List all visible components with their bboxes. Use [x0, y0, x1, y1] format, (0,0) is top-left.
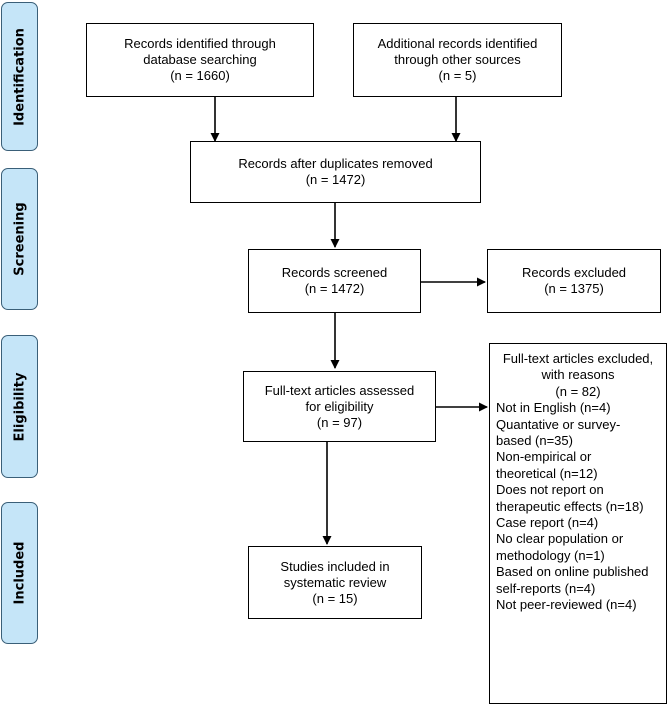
phase-included: Included — [1, 502, 38, 644]
phase-label-eligibility: Eligibility — [12, 372, 27, 441]
phase-label-screening: Screening — [12, 202, 27, 276]
exclusion-reason-line: therapeutic effects (n=18) — [496, 498, 644, 514]
other-sources-count: (n = 5) — [438, 68, 477, 83]
duplicates-removed-count: (n = 1472) — [305, 172, 366, 187]
records-excluded-count: (n = 1375) — [544, 281, 604, 296]
exclusion-reason-line: Quantative or survey- — [496, 416, 621, 432]
box-database-search: Records identified through database sear… — [86, 23, 314, 97]
full-text-excluded-heading-2: with reasons — [541, 367, 615, 383]
studies-included-line1: Studies included in — [280, 558, 390, 574]
exclusion-reason-line: Non-empirical or — [496, 449, 592, 465]
other-sources-line1: Additional records identified — [377, 36, 538, 51]
exclusion-reason-line: Not in English (n=4) — [496, 400, 611, 416]
box-other-sources: Additional records identified through ot… — [353, 23, 562, 97]
studies-included-line2: systematic review — [283, 574, 387, 590]
phase-eligibility: Eligibility — [1, 335, 38, 478]
exclusion-reason-line: based (n=35) — [496, 433, 573, 449]
exclusion-reason-line: theoretical (n=12) — [496, 465, 598, 481]
records-screened-count: (n = 1472) — [304, 281, 365, 296]
full-text-excluded-heading-1: Full-text articles excluded, — [502, 351, 654, 366]
exclusion-reason-line: Not peer-reviewed (n=4) — [496, 597, 637, 613]
records-screened-line1: Records screened — [281, 265, 388, 280]
phase-screening: Screening — [1, 168, 38, 310]
exclusion-reason-line: methodology (n=1) — [496, 547, 605, 563]
exclusion-reason-line: Based on online published — [496, 564, 649, 580]
duplicates-removed-line1: Records after duplicates removed — [238, 156, 433, 171]
studies-included-count: (n = 15) — [312, 590, 358, 606]
other-sources-line2: through other sources — [394, 52, 521, 67]
box-full-text-assessed: Full-text articles assessed for eligibil… — [243, 371, 436, 442]
database-search-count: (n = 1660) — [170, 68, 230, 83]
full-text-excluded-count: (n = 82) — [555, 383, 601, 399]
full-text-assessed-count: (n = 97) — [316, 414, 363, 430]
box-records-screened: Records screened (n = 1472) — [248, 249, 421, 313]
box-records-excluded: Records excluded (n = 1375) — [487, 249, 661, 313]
database-search-line2: database searching — [143, 52, 257, 67]
box-studies-included: Studies included in systematic review (n… — [248, 546, 422, 619]
exclusion-reason-line: Does not report on — [496, 482, 604, 498]
database-search-line1: Records identified through — [124, 36, 276, 51]
box-full-text-excluded: Full-text articles excluded, with reason… — [489, 343, 667, 704]
full-text-assessed-line1: Full-text articles assessed — [264, 382, 415, 398]
phase-identification: Identification — [1, 2, 38, 151]
exclusion-reason-line: Case report (n=4) — [496, 515, 599, 531]
box-duplicates-removed: Records after duplicates removed (n = 14… — [190, 141, 481, 203]
phase-label-identification: Identification — [12, 27, 27, 126]
exclusion-reason-line: self-reports (n=4) — [496, 580, 596, 596]
records-excluded-line1: Records excluded — [521, 265, 627, 280]
phase-label-included: Included — [12, 541, 27, 605]
full-text-assessed-line2: for eligibility — [305, 398, 374, 414]
exclusion-reason-line: No clear population or — [496, 531, 624, 547]
